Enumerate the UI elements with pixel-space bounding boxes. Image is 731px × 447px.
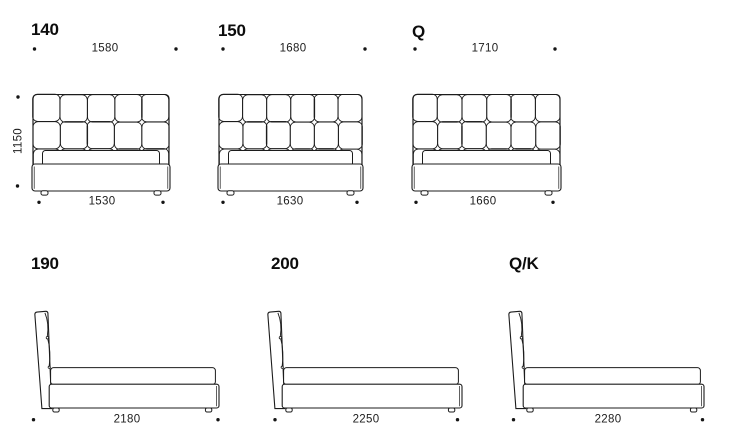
dim-length-qk: 2280 xyxy=(594,413,622,426)
dim-width-top-q: 1710 xyxy=(471,42,499,55)
dim-width-bottom-150: 1630 xyxy=(276,195,304,208)
size-label-q: Q xyxy=(412,22,426,41)
size-label-150: 150 xyxy=(218,21,246,40)
dim-width-bottom-q: 1660 xyxy=(469,195,497,208)
size-label-190: 190 xyxy=(31,254,59,273)
dim-height-140: 1150 xyxy=(12,128,25,154)
size-label-qk: Q/K xyxy=(509,254,539,273)
dim-width-bottom-140: 1530 xyxy=(88,195,116,208)
dim-length-200: 2250 xyxy=(352,413,380,426)
dim-width-top-150: 1680 xyxy=(279,42,307,55)
dim-length-190: 2180 xyxy=(113,413,141,426)
size-label-200: 200 xyxy=(271,254,299,273)
size-label-140: 140 xyxy=(31,20,59,39)
dim-width-top-140: 1580 xyxy=(91,42,119,55)
